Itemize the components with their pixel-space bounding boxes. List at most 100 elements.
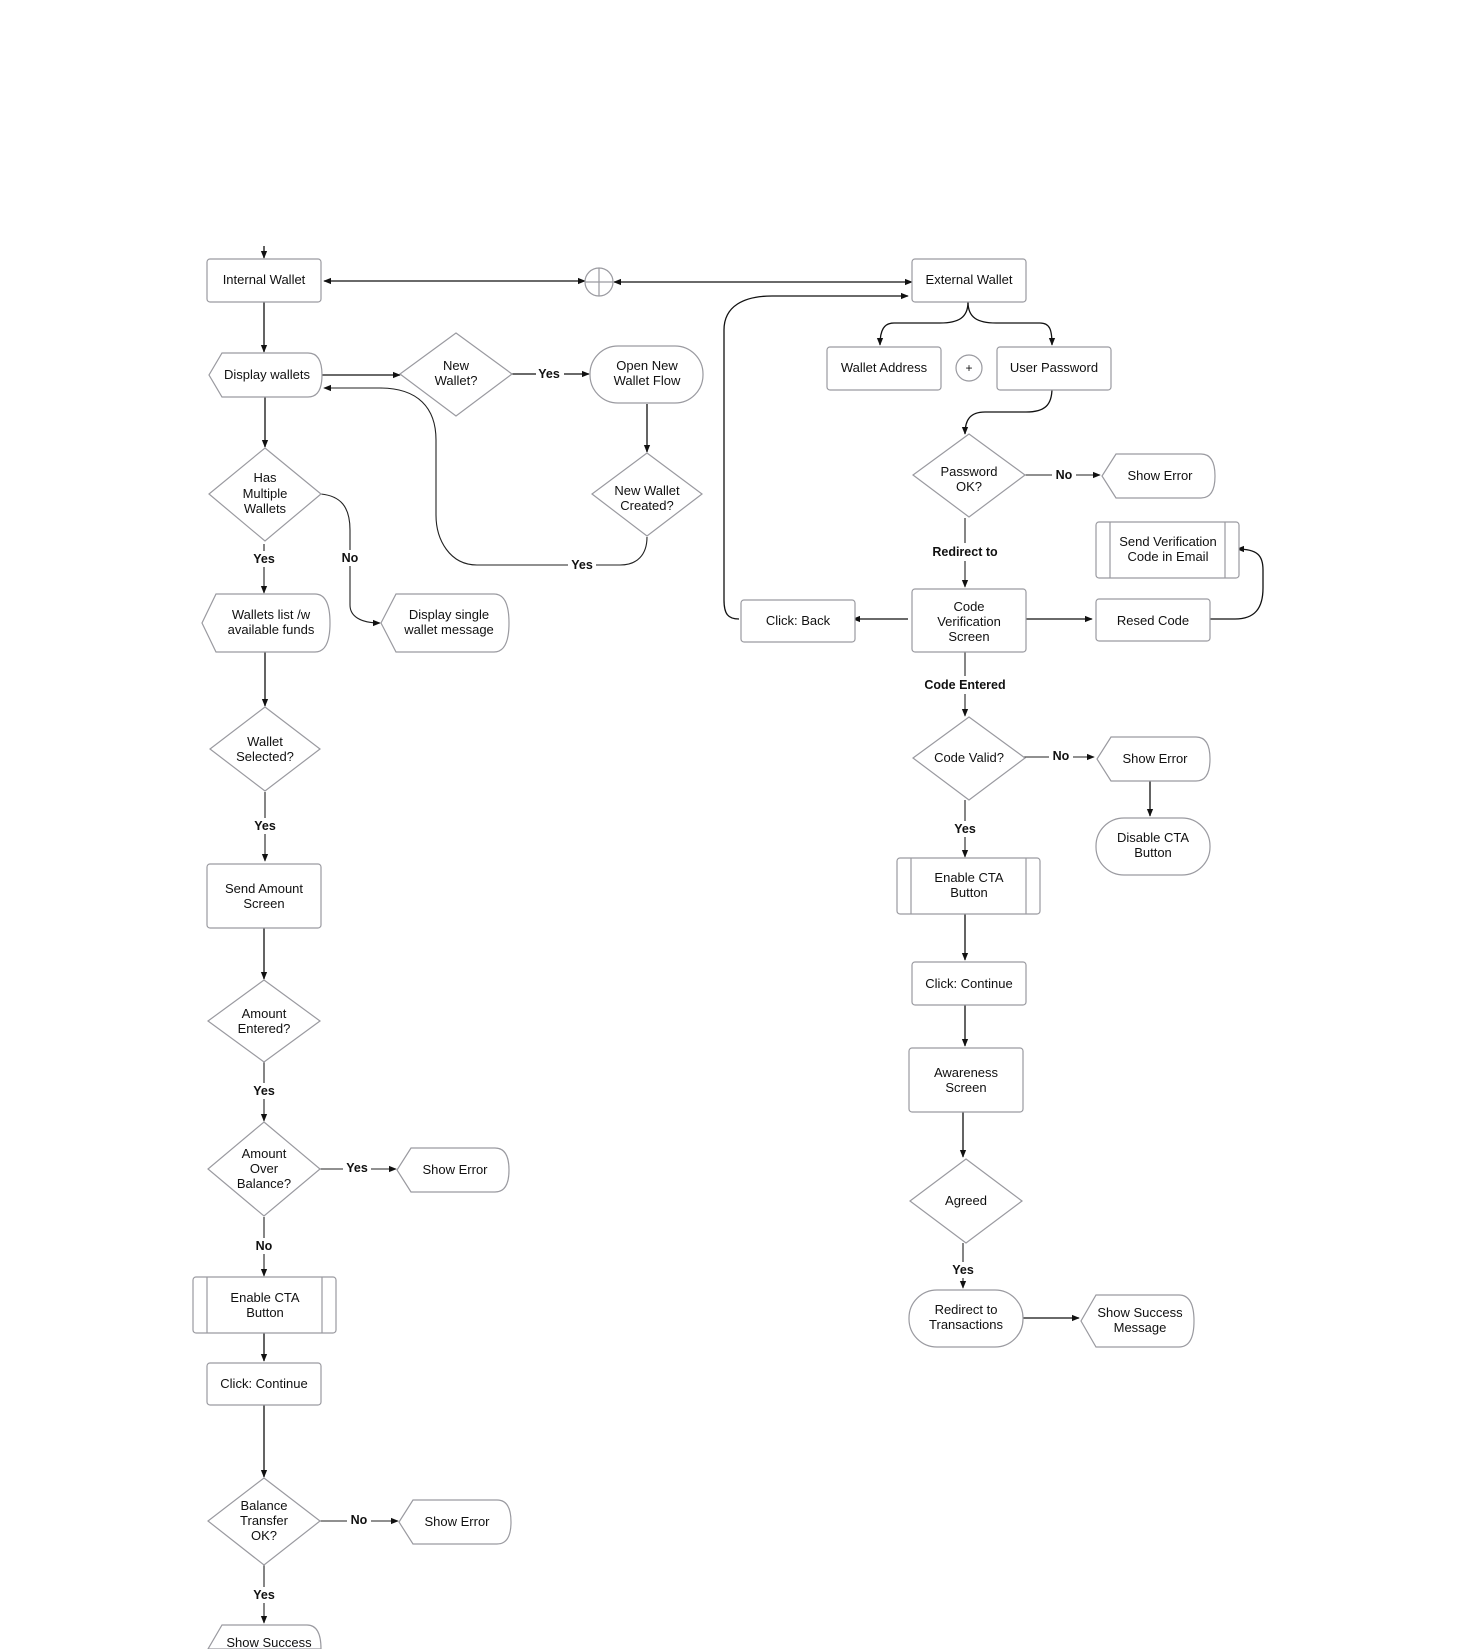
node-label: Selected? — [236, 749, 294, 764]
node-label: Wallet Flow — [614, 373, 681, 388]
label-no-balance: No — [347, 1512, 371, 1528]
new-wallet-decision[interactable]: New Wallet? — [398, 332, 514, 417]
node-label: Show Success — [1097, 1305, 1183, 1320]
node-label: OK? — [251, 1528, 277, 1543]
node-label: Password — [940, 464, 997, 479]
plus-icon: + — [965, 361, 972, 375]
node-label: Button — [950, 885, 988, 900]
redirect-transactions-node[interactable]: Redirect to Transactions — [908, 1289, 1024, 1348]
click-continue-right-node[interactable]: Click: Continue — [911, 961, 1027, 1006]
amount-over-balance-decision[interactable]: Amount Over Balance? — [207, 1121, 321, 1217]
wallets-list-node[interactable]: Wallets list /w available funds — [201, 593, 331, 653]
plus-junction-node: + — [955, 354, 983, 382]
node-label: Verification — [937, 614, 1001, 629]
node-label: Click: Continue — [925, 976, 1012, 991]
edge-label-text: Redirect to — [932, 545, 998, 559]
node-label: Multiple — [243, 486, 288, 501]
edge-label-text: No — [1053, 749, 1070, 763]
label-yes-walletselected: Yes — [251, 818, 279, 834]
label-yes-amountentered: Yes — [250, 1083, 278, 1099]
wallet-selected-decision[interactable]: Wallet Selected? — [209, 706, 321, 792]
code-verification-screen-node[interactable]: Code Verification Screen — [911, 588, 1027, 653]
node-label: Transfer — [240, 1513, 289, 1528]
node-label: Over — [250, 1161, 279, 1176]
show-success-message-node[interactable]: Show Success Message — [1080, 1294, 1195, 1348]
send-amount-screen-node[interactable]: Send Amount Screen — [206, 863, 322, 929]
edge-label-text: Yes — [346, 1161, 368, 1175]
balance-transfer-ok-decision[interactable]: Balance Transfer OK? — [207, 1477, 321, 1566]
edge-label-text: Yes — [538, 367, 560, 381]
node-label: Screen — [948, 629, 989, 644]
edge-label-text: No — [351, 1513, 368, 1527]
label-yes-agreed: Yes — [949, 1262, 977, 1278]
node-label: Display wallets — [224, 367, 310, 382]
or-junction-node — [584, 267, 614, 297]
node-label: Send Verification — [1119, 534, 1217, 549]
send-verification-node[interactable]: Send Verification Code in Email — [1095, 521, 1240, 579]
label-redirect-to: Redirect to — [929, 543, 1001, 561]
node-label: OK? — [956, 479, 982, 494]
edge-external-address — [876, 301, 969, 346]
node-label: New — [443, 358, 470, 373]
node-label: Redirect to — [935, 1302, 998, 1317]
edge-external-password — [967, 301, 1056, 346]
show-success-left-node[interactable]: Show Success — [207, 1624, 322, 1649]
node-label: Show Error — [422, 1162, 488, 1177]
node-label: Click: Back — [766, 613, 831, 628]
internal-wallet-node[interactable]: Internal Wallet — [206, 258, 322, 303]
user-password-node[interactable]: User Password — [996, 346, 1112, 391]
node-label: Screen — [945, 1080, 986, 1095]
edge-back-external — [723, 292, 909, 620]
label-code-entered: Code Entered — [922, 676, 1008, 694]
edge-created-loopback — [323, 384, 648, 566]
connectors — [260, 246, 1264, 1624]
click-continue-left-node[interactable]: Click: Continue — [206, 1362, 322, 1406]
amount-entered-decision[interactable]: Amount Entered? — [206, 979, 322, 1063]
edge-label-text: Yes — [952, 1263, 974, 1277]
agreed-decision[interactable]: Agreed — [909, 1158, 1023, 1244]
edge-label-text: No — [342, 551, 359, 565]
show-error-password-node[interactable]: Show Error — [1101, 453, 1216, 499]
node-label: New Wallet — [614, 483, 680, 498]
show-error-amount-node[interactable]: Show Error — [396, 1147, 510, 1193]
show-error-balance-node[interactable]: Show Error — [398, 1499, 512, 1545]
node-label: User Password — [1010, 360, 1098, 375]
edge-label-text: Code Entered — [924, 678, 1005, 692]
node-label: Balance? — [237, 1176, 291, 1191]
password-ok-decision[interactable]: Password OK? — [911, 433, 1027, 518]
click-back-node[interactable]: Click: Back — [740, 599, 856, 643]
open-new-wallet-flow-node[interactable]: Open New Wallet Flow — [589, 345, 704, 404]
show-error-code-node[interactable]: Show Error — [1096, 736, 1211, 782]
resend-code-node[interactable]: Resed Code — [1095, 598, 1211, 642]
edge-label-text: No — [256, 1239, 273, 1253]
node-label: Agreed — [945, 1193, 987, 1208]
node-label: Click: Continue — [220, 1376, 307, 1391]
display-single-wallet-node[interactable]: Display single wallet message — [380, 593, 510, 653]
enable-cta-left-node[interactable]: Enable CTA Button — [192, 1276, 337, 1334]
node-label: Transactions — [929, 1317, 1003, 1332]
node-label: Code — [953, 599, 984, 614]
edge-label-text: No — [1056, 468, 1073, 482]
edge-labels: Yes Yes Yes No Yes Yes Yes No — [250, 366, 1076, 1603]
wallet-address-node[interactable]: Wallet Address — [826, 346, 942, 391]
new-wallet-created-decision[interactable]: New Wallet Created? — [591, 452, 703, 537]
node-label: Disable CTA — [1117, 830, 1189, 845]
disable-cta-node[interactable]: Disable CTA Button — [1095, 817, 1211, 876]
node-label: Resed Code — [1117, 613, 1189, 628]
enable-cta-right-node[interactable]: Enable CTA Button — [896, 857, 1041, 915]
display-wallets-node[interactable]: Display wallets — [208, 352, 323, 398]
node-label: wallet message — [403, 622, 494, 637]
code-valid-decision[interactable]: Code Valid? — [911, 716, 1027, 801]
external-wallet-node[interactable]: External Wallet — [911, 258, 1027, 303]
node-label: Awareness — [934, 1065, 999, 1080]
node-label: Wallet — [247, 734, 283, 749]
edge-password-passwordok — [961, 387, 1053, 435]
node-label: Wallets — [244, 501, 287, 516]
node-label: Button — [246, 1305, 284, 1320]
label-yes-overbalance: Yes — [343, 1160, 371, 1176]
has-multiple-wallets-decision[interactable]: Has Multiple Wallets — [208, 447, 322, 542]
node-label: Amount — [242, 1146, 287, 1161]
node-label: Internal Wallet — [223, 272, 306, 287]
awareness-screen-node[interactable]: Awareness Screen — [908, 1047, 1024, 1113]
node-label: Code Valid? — [934, 750, 1004, 765]
